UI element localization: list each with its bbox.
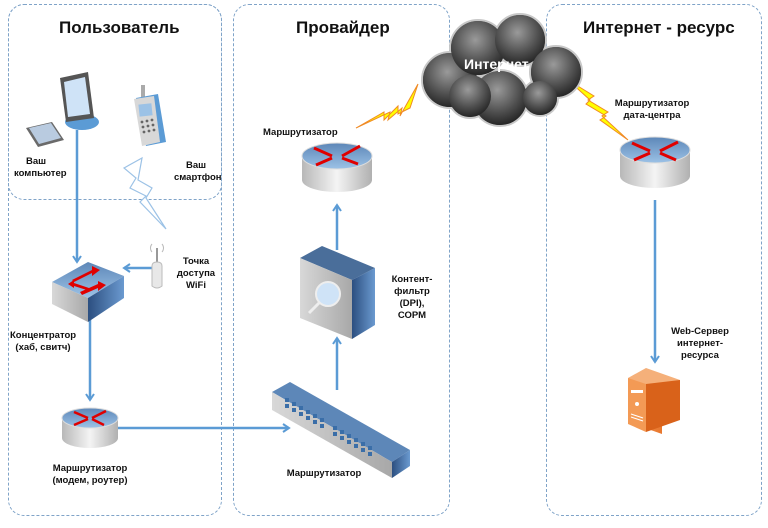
internet-cloud-icon: [421, 13, 583, 127]
wifi-access-point-icon: [150, 243, 164, 289]
zone-user: [8, 4, 222, 516]
provider-switch-icon: [272, 382, 410, 478]
wireless-bolt-icon: [122, 156, 167, 230]
computer-icon: [26, 72, 99, 147]
datacenter-router-icon: [619, 136, 691, 188]
web-server-icon: [628, 368, 680, 434]
hub-switch-icon: [52, 262, 124, 322]
zone-title-provider: Провайдер: [296, 18, 390, 37]
provider-router-label: Маршрутизатор: [263, 127, 338, 138]
zone-provider: [233, 4, 450, 516]
lightning-bolt-icon: [567, 79, 629, 141]
cloud-label: Интернет: [464, 56, 529, 72]
zone-title-resource: Интернет - ресурс: [583, 18, 735, 37]
provider-switch-label: Маршрутизатор: [286, 468, 362, 479]
zone-resource: [546, 4, 762, 516]
hub-label: Концентратор(хаб, свитч): [10, 330, 77, 353]
content-filter-label: Контент-фильтр (DPI),СОРМ: [391, 274, 433, 321]
provider-router-icon: [301, 142, 373, 192]
home-router-icon: [61, 407, 119, 448]
zone-title-user: Пользователь: [59, 18, 180, 37]
lightning-bolt-icon: [355, 83, 419, 129]
content-filter-icon: [300, 246, 375, 339]
home-router-label: Маршрутизатор(модем, роутер): [52, 463, 128, 486]
smartphone-icon: [134, 85, 166, 146]
connectors: [72, 130, 660, 433]
